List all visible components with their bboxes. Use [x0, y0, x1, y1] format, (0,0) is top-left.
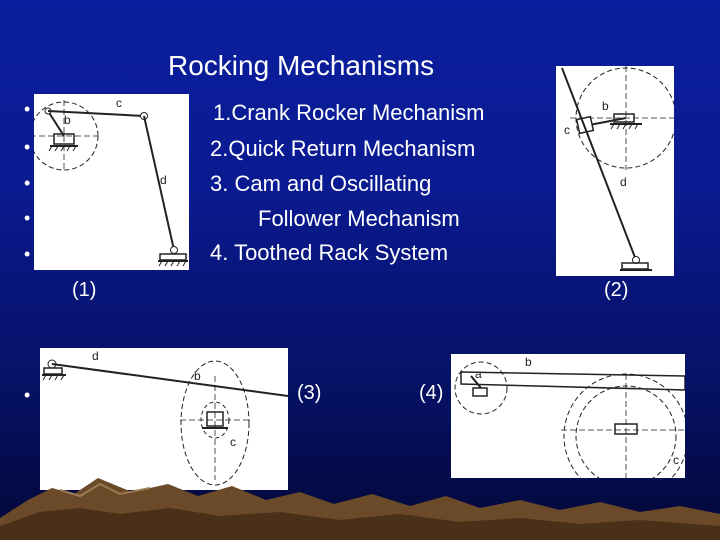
figure-label: d: [620, 175, 627, 189]
bullet-marker: •: [24, 137, 31, 157]
figure-quick-return: b c d: [556, 66, 674, 276]
figure-label: d: [92, 349, 99, 363]
figure-cam-follower: d b c: [40, 348, 288, 490]
figure-label: c: [673, 453, 679, 467]
figure-label: c: [230, 435, 236, 449]
figure-caption: (4): [419, 382, 444, 404]
figure-label: c: [116, 96, 122, 110]
figure-caption: (2): [604, 279, 629, 301]
figure-label: b: [194, 369, 201, 383]
list-item: 1.Crank Rocker Mechanism: [213, 100, 485, 125]
terrain-decoration: [0, 478, 720, 540]
bullet-marker: •: [24, 99, 31, 119]
figure-label: d: [160, 173, 167, 187]
figure-label: b: [64, 113, 71, 127]
bullet-marker: •: [24, 385, 31, 405]
list-item: 4. Toothed Rack System: [210, 240, 449, 265]
figure-toothed-rack: a b c: [451, 354, 685, 478]
slide-title: Rocking Mechanisms: [168, 50, 435, 81]
figure-crank-rocker: b c d: [34, 94, 189, 270]
figure-label: c: [564, 123, 570, 137]
bullet-marker: •: [24, 173, 31, 193]
figure-label: a: [475, 367, 482, 381]
list-item: 2.Quick Return Mechanism: [210, 136, 476, 161]
bullet-marker: •: [24, 208, 31, 228]
list-item: 3. Cam and Oscillating: [210, 171, 432, 196]
figure-caption: (3): [297, 382, 322, 404]
list-item: Follower Mechanism: [258, 206, 460, 231]
figure-caption: (1): [72, 279, 97, 301]
figure-label: b: [602, 99, 609, 113]
figure-label: b: [525, 355, 532, 369]
bullet-marker: •: [24, 244, 31, 264]
